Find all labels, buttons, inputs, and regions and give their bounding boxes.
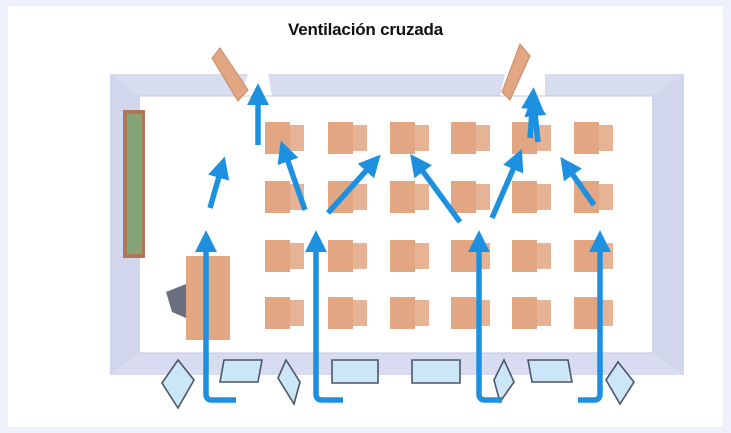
airflow-arrow-icon [195, 230, 236, 403]
student-desk [265, 122, 304, 154]
teacher-desk [166, 256, 230, 340]
airflow-arrow-icon [277, 140, 308, 211]
open-window-icon [527, 359, 573, 383]
student-desk [328, 297, 367, 329]
teacher-chair [166, 284, 186, 318]
student-desk [328, 240, 367, 272]
student-desk [451, 297, 490, 329]
chalkboard [123, 110, 145, 258]
student-desk [574, 181, 613, 213]
open-window-icon [219, 359, 263, 383]
student-desk [512, 181, 551, 213]
student-desk [328, 122, 367, 154]
open-window-icon [331, 359, 379, 384]
student-desk [574, 297, 613, 329]
student-desk [512, 297, 551, 329]
airflow-arrows [195, 83, 611, 403]
student-desk [451, 240, 490, 272]
airflow-arrow-icon [524, 94, 547, 143]
windows [161, 358, 635, 410]
airflow-arrow-icon [489, 148, 524, 220]
airflow-arrow-icon [305, 230, 343, 403]
airflow-arrow-icon [560, 156, 597, 207]
student-desk [451, 181, 490, 213]
open-window-icon [605, 360, 635, 406]
airflow-arrow-icon [468, 230, 502, 403]
open-window-icon [161, 358, 195, 410]
airflow-arrow-icon [578, 230, 611, 403]
student-desk [390, 122, 429, 154]
open-door-icon [501, 43, 531, 101]
student-desks [265, 122, 613, 329]
airflow-arrow-icon [207, 156, 230, 209]
airflow-arrow-icon [410, 154, 463, 224]
student-desk [451, 122, 490, 154]
student-desk [512, 240, 551, 272]
wall-top-middle [268, 74, 505, 96]
airflow-arrow-icon [521, 87, 544, 139]
student-desk [574, 122, 613, 154]
open-window-icon [411, 359, 461, 384]
wall-top-left [110, 74, 248, 96]
wall-right [652, 74, 684, 375]
wall-top-right [545, 74, 684, 96]
student-desk [574, 240, 613, 272]
airflow-arrow-icon [325, 154, 381, 215]
open-window-icon [277, 358, 301, 406]
student-desk [390, 240, 429, 272]
student-desk [265, 240, 304, 272]
open-window-icon [493, 358, 515, 404]
student-desk [390, 181, 429, 213]
diagram-title: Ventilación cruzada [288, 20, 443, 39]
student-desk [265, 297, 304, 329]
student-desk [390, 297, 429, 329]
